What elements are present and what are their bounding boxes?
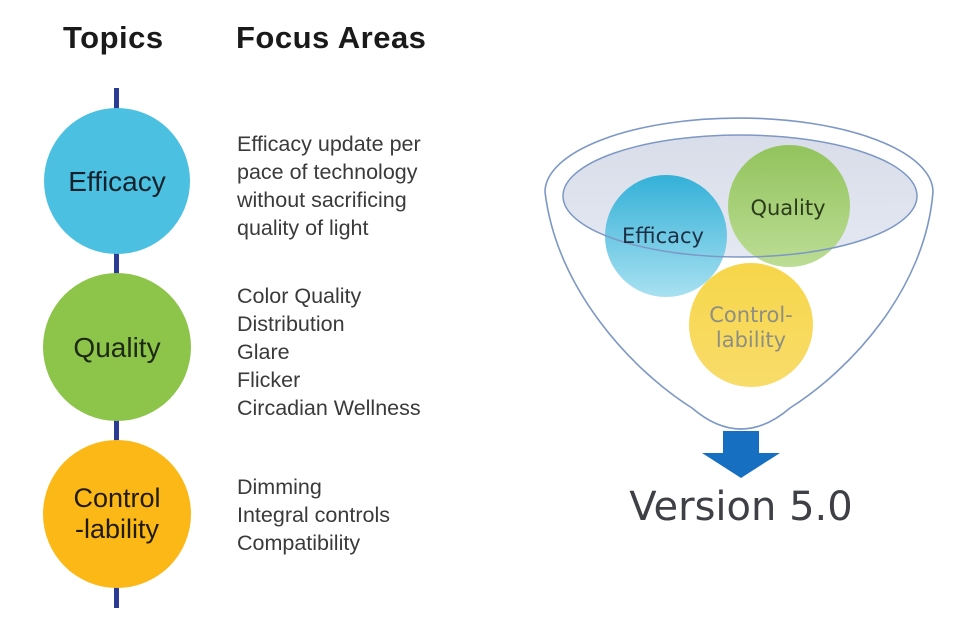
topics-heading: Topics: [63, 20, 164, 55]
topic-label-quality: Quality: [73, 331, 161, 363]
funnel-label-controllability-line2: lability: [716, 328, 786, 352]
funnel-label-efficacy: Efficacy: [622, 224, 704, 248]
focus-areas-heading: Focus Areas: [236, 20, 427, 55]
funnel-outline: [544, 117, 934, 430]
topic-circle-quality: Quality: [43, 273, 191, 421]
funnel-circle-quality: [728, 145, 850, 267]
down-arrow-icon: [702, 431, 780, 478]
topic-circle-efficacy: Efficacy: [44, 108, 190, 254]
topic-label-efficacy: Efficacy: [68, 165, 166, 197]
topic-label-controllability: Control -lability: [73, 483, 161, 544]
funnel-label-controllability-line1: Control-: [709, 303, 793, 327]
topic-circle-controllability: Control -lability: [43, 440, 191, 588]
funnel-label-quality: Quality: [750, 196, 825, 220]
focus-text-quality: Color Quality Distribution Glare Flicker…: [237, 284, 421, 420]
funnel-circle-controllability: [689, 263, 813, 387]
funnel-bowl-rim: [562, 134, 918, 258]
focus-text-controllability: Dimming Integral controls Compatibility: [237, 475, 390, 555]
version-label: Version 5.0: [629, 484, 853, 530]
funnel-circle-efficacy: [605, 175, 727, 297]
focus-text-efficacy: Efficacy update per pace of technology w…: [237, 132, 421, 240]
